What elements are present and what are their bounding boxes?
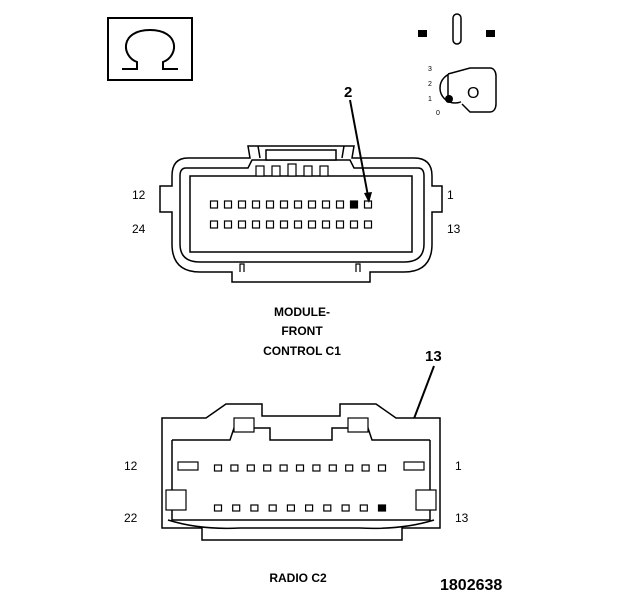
- c2-pin-cavity: [377, 504, 387, 512]
- c1-callout-label: 2: [344, 84, 352, 101]
- c1-pin-cavity: [307, 220, 317, 229]
- c1-pin-cavity: [335, 220, 345, 229]
- c2-pin-cavity: [377, 464, 387, 472]
- c1-pin-cavities: [209, 200, 373, 229]
- c2-pin-cavity: [359, 504, 368, 512]
- c2-pin-cavity: [263, 464, 272, 472]
- ohmmeter-symbol: [107, 17, 193, 81]
- key-position-1: 1: [428, 96, 432, 103]
- c2-pin-cavity: [361, 464, 370, 472]
- c2-pin-label-1: 1: [455, 459, 462, 473]
- c1-pin-cavity: [293, 200, 303, 209]
- c2-pin-cavity: [246, 464, 255, 472]
- c2-pin-cavity: [250, 504, 259, 512]
- c1-pin-cavity: [363, 200, 373, 209]
- c2-pin-cavity: [345, 464, 354, 472]
- c2-pin-cavity: [286, 504, 295, 512]
- c2-pin-cavity: [328, 464, 337, 472]
- ignition-key-icon: 3 2 1 0 O: [418, 13, 497, 117]
- c1-pin-cavity: [265, 200, 275, 209]
- c1-pin-cavity: [307, 200, 317, 209]
- c2-pin-label-13: 13: [455, 511, 469, 525]
- c2-pin-cavity: [305, 504, 314, 512]
- c2-pin-cavity: [312, 464, 321, 472]
- c1-pin-cavity: [363, 220, 373, 229]
- c1-pin-cavity: [251, 200, 261, 209]
- c2-pin-label-22: 22: [124, 511, 138, 525]
- c1-pin-cavity: [237, 200, 247, 209]
- c2-pin-cavity: [279, 464, 288, 472]
- c1-pin-cavity: [209, 220, 219, 229]
- key-position-3: 3: [428, 66, 432, 73]
- c2-pin-cavity: [232, 504, 241, 512]
- c2-pin-cavity: [341, 504, 350, 512]
- c2-callout-label: 13: [425, 348, 442, 365]
- c1-callout-arrow: [349, 99, 372, 203]
- c1-pin-cavity: [265, 220, 275, 229]
- c2-pin-cavity: [268, 504, 277, 512]
- figure-number: 1802638: [440, 577, 502, 594]
- c1-pin-cavity: [293, 220, 303, 229]
- c1-name-line1: MODULE-: [274, 305, 330, 319]
- c2-name: RADIO C2: [269, 571, 327, 585]
- c1-pin-label-24: 24: [132, 222, 146, 236]
- c1-pin-cavity: [237, 220, 247, 229]
- c1-pin-cavity: [251, 220, 261, 229]
- connector-c2: [161, 403, 441, 541]
- c1-pin-cavity: [223, 200, 233, 209]
- c2-pin-cavity: [295, 464, 305, 472]
- c1-pin-cavity: [279, 200, 289, 209]
- c1-pin-label-1: 1: [447, 188, 454, 202]
- key-position-0: 0: [436, 110, 440, 117]
- key-position-2: 2: [428, 81, 432, 88]
- c2-pin-cavity: [230, 464, 239, 472]
- c1-pin-cavity: [321, 200, 331, 209]
- c1-name-line3: CONTROL C1: [263, 344, 341, 358]
- c2-pin-cavities: [213, 464, 387, 512]
- c2-pin-cavity: [323, 504, 332, 512]
- c1-name-line2: FRONT: [281, 324, 323, 338]
- c2-pin-cavity: [213, 504, 223, 512]
- c1-pin-cavity: [209, 200, 219, 209]
- c1-pin-cavity: [321, 220, 331, 229]
- c1-pin-label-12: 12: [132, 188, 146, 202]
- connector-c1: [159, 145, 443, 283]
- c1-pin-cavity: [349, 220, 359, 229]
- c1-pin-label-13: 13: [447, 222, 461, 236]
- key-letter: O: [467, 85, 479, 102]
- c1-pin-cavity: [349, 200, 359, 209]
- c1-pin-cavity: [223, 220, 233, 229]
- c1-pin-cavity: [335, 200, 345, 209]
- c2-pin-cavity: [213, 464, 223, 472]
- c2-pin-label-12: 12: [124, 459, 138, 473]
- c1-pin-cavity: [279, 220, 289, 229]
